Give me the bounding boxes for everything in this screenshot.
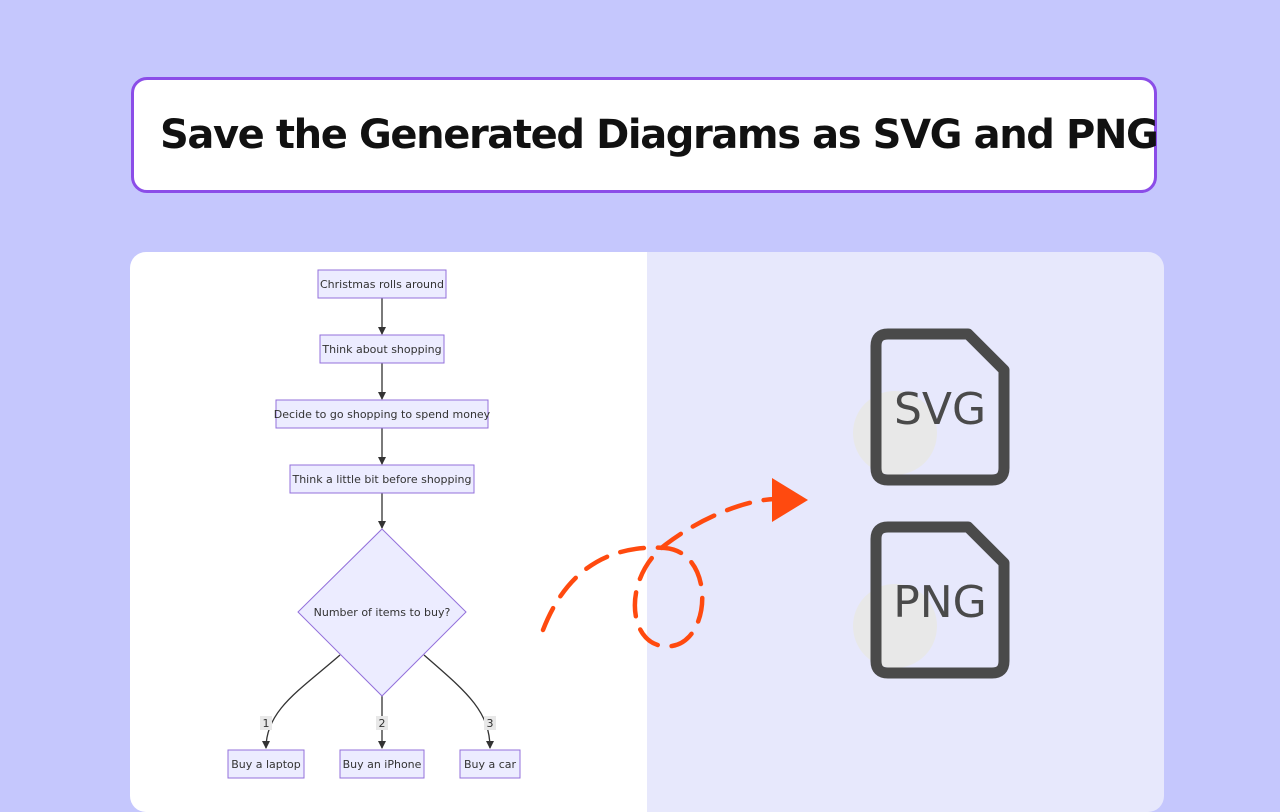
svg-text:Number of items to buy?: Number of items to buy? bbox=[314, 606, 451, 619]
svg-text:Buy a car: Buy a car bbox=[464, 758, 517, 771]
node-think-bit: Think a little bit before shopping bbox=[289, 464, 475, 494]
node-iphone: Buy an iPhone bbox=[339, 749, 425, 779]
export-arrow bbox=[540, 478, 808, 649]
page-title: Save the Generated Diagrams as SVG and P… bbox=[160, 112, 1159, 158]
svg-text:Think a little bit before shop: Think a little bit before shopping bbox=[291, 473, 471, 486]
edge-label-1: 1 bbox=[263, 717, 270, 730]
node-car: Buy a car bbox=[459, 749, 521, 779]
png-file-label: PNG bbox=[893, 577, 987, 628]
svg-text:Buy an iPhone: Buy an iPhone bbox=[343, 758, 422, 771]
node-decide: Decide to go shopping to spend money bbox=[274, 399, 491, 429]
node-decision: Number of items to buy? bbox=[297, 528, 467, 697]
edge-label-2: 2 bbox=[379, 717, 386, 730]
edge-decision-to-laptop bbox=[262, 654, 341, 749]
edge-labels: 1 2 3 bbox=[260, 716, 496, 730]
node-laptop: Buy a laptop bbox=[227, 749, 305, 779]
svg-file-icon: SVG bbox=[853, 328, 1010, 486]
png-file-icon: PNG bbox=[853, 521, 1010, 679]
arrow-head-icon bbox=[772, 478, 808, 522]
title-card: Save the Generated Diagrams as SVG and P… bbox=[131, 77, 1159, 193]
node-think-shopping: Think about shopping bbox=[319, 334, 445, 364]
svg-file-label: SVG bbox=[894, 384, 986, 435]
flowchart-nodes: Christmas rolls around Think about shopp… bbox=[227, 269, 521, 779]
svg-text:Decide to go shopping to spend: Decide to go shopping to spend money bbox=[274, 408, 491, 421]
svg-text:Buy a laptop: Buy a laptop bbox=[231, 758, 301, 771]
svg-text:Think about shopping: Think about shopping bbox=[321, 343, 441, 356]
edge-label-3: 3 bbox=[487, 717, 494, 730]
flowchart-edges bbox=[262, 298, 494, 749]
svg-text:Christmas rolls around: Christmas rolls around bbox=[320, 278, 444, 291]
edge-decision-to-car bbox=[423, 654, 494, 749]
node-start: Christmas rolls around bbox=[317, 269, 447, 299]
